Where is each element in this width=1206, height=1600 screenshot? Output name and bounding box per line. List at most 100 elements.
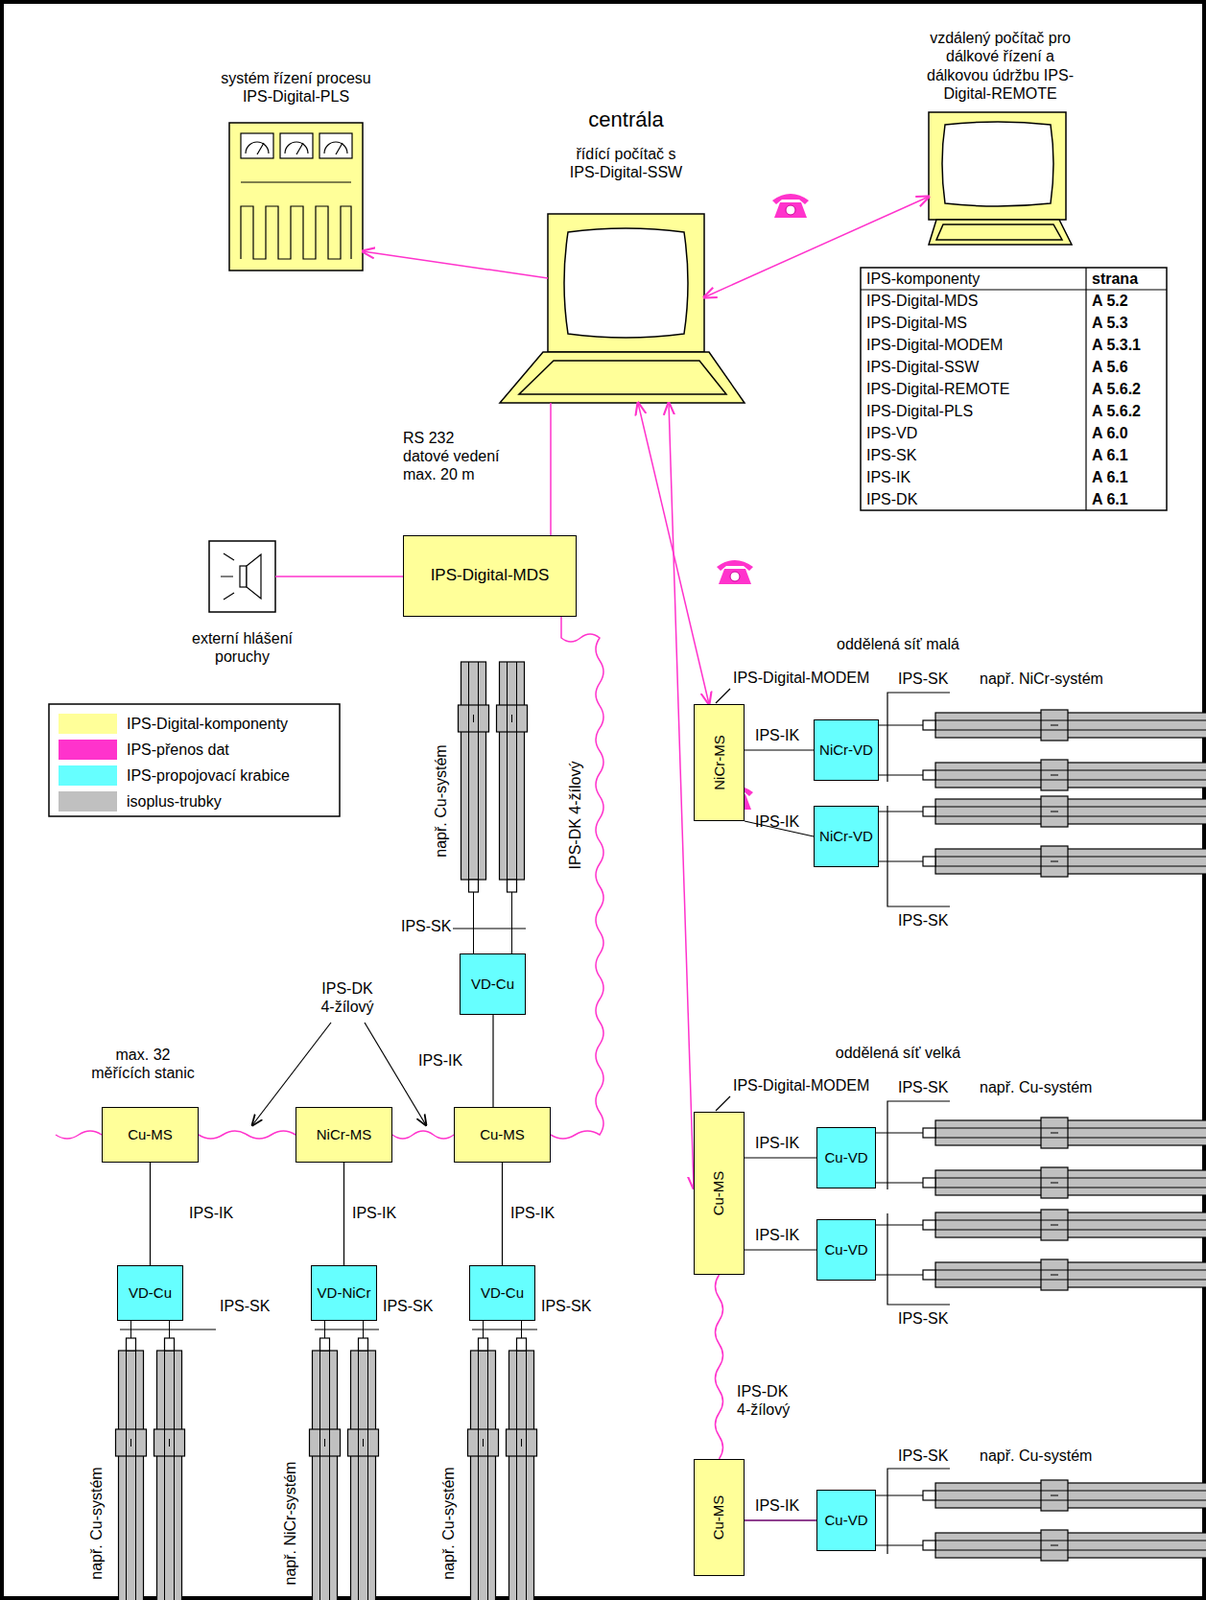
pipe-carrier-line <box>477 1350 479 1600</box>
pls-panel <box>229 122 363 271</box>
pipe-sleeve <box>1040 709 1068 741</box>
annotation-label: oddělená síť malá <box>836 635 960 654</box>
connector <box>744 1519 817 1522</box>
pipe-carrier-end <box>165 1338 175 1351</box>
junction-box: VD-Cu <box>469 1265 536 1322</box>
node-label: IPS-Digital-MDS <box>430 566 550 586</box>
connector-label: IPS-IK <box>189 1204 234 1223</box>
annotation-label: max. 32 měřících stanic <box>85 1045 201 1083</box>
measuring-station: Cu-MS <box>453 1107 551 1163</box>
sk-leader <box>472 1328 538 1330</box>
junction-box: VD-NiCr <box>310 1265 378 1322</box>
node-label: VD-Cu <box>128 1284 172 1302</box>
annotation-label: např. Cu-systém <box>87 1466 106 1580</box>
pipe-carrier-end <box>922 720 936 731</box>
pipe-carrier-line <box>516 1429 518 1457</box>
legend-swatch <box>58 713 118 734</box>
pipe-casing <box>935 1120 1206 1146</box>
junction-box: NiCr-VD <box>813 719 879 781</box>
table-cell: A 5.3 <box>1091 313 1129 332</box>
table-cell: A 6.1 <box>1091 446 1129 465</box>
central-keyboard <box>499 352 745 403</box>
table-cell: strana <box>1091 269 1138 288</box>
alarm-speaker: externí hlášení poruchy <box>209 541 276 613</box>
pipe-carrier-end <box>922 1220 936 1230</box>
pipe-sleeve <box>1040 1167 1068 1199</box>
pipe-carrier-line <box>125 1429 127 1457</box>
table-cell: IPS-SK <box>866 446 917 465</box>
connector <box>715 1275 724 1460</box>
annotation-label: IPS-SK <box>898 1446 948 1466</box>
pipe-carrier-line <box>1040 780 1068 781</box>
node-label: Cu-VD <box>824 1149 868 1167</box>
pipe-carrier-line <box>329 1429 331 1457</box>
wire <box>875 1545 923 1547</box>
node-label: vzdálený počítač pro dálkové řízení a dá… <box>923 28 1078 103</box>
pipe-carrier-line <box>1040 1279 1068 1281</box>
pipe-sleeve-mark <box>1050 775 1059 777</box>
pipe-carrier-line <box>367 1429 369 1457</box>
pipe-sleeve <box>1040 1530 1068 1561</box>
pipe-casing <box>935 1212 1206 1238</box>
pipe-carrier-line <box>1040 1540 1068 1542</box>
pipe-carrier-line <box>357 1429 359 1457</box>
connector <box>343 1162 345 1266</box>
pipe-sleeve-mark <box>511 714 513 723</box>
pipe-carrier-line <box>1040 1229 1068 1231</box>
annotation-label: IPS-SK <box>401 917 451 936</box>
pipe-sleeve-mark <box>1050 1275 1059 1277</box>
pipe-carrier-line <box>319 1429 321 1457</box>
pipe-sleeve <box>458 705 490 733</box>
panel-line <box>240 181 352 183</box>
table-cell: A 6.1 <box>1091 490 1129 509</box>
pipe-sleeve <box>468 1429 499 1457</box>
pipe-sleeve-mark <box>362 1439 364 1447</box>
pipe-casing <box>935 1170 1206 1196</box>
pipe-carrier-end <box>478 1338 489 1351</box>
node-label: Cu-MS <box>479 1126 525 1144</box>
junction-box: NiCr-VD <box>813 805 879 868</box>
gauge-needle <box>257 142 343 155</box>
pipe-carrier-line <box>935 1178 1206 1180</box>
pipe-sleeve-mark <box>482 1439 484 1447</box>
pipe-sleeve <box>348 1429 379 1457</box>
table-frame <box>860 267 1167 511</box>
annotation-label: oddělená síť velká <box>835 1043 962 1063</box>
sk-leader <box>887 692 950 782</box>
pipe-carrier-end <box>922 1490 936 1501</box>
pipe-carrier-line <box>935 1187 1206 1189</box>
wire <box>875 1182 923 1184</box>
table-cell: IPS-Digital-MS <box>866 313 968 332</box>
pipe-sleeve <box>1040 1117 1068 1149</box>
pipe-carrier-line <box>516 662 518 880</box>
pipe-casing <box>935 1262 1206 1288</box>
pipe-carrier-line <box>935 1128 1206 1130</box>
gauge <box>319 133 353 159</box>
connector <box>744 1157 817 1159</box>
pipe-carrier-line <box>135 1350 137 1600</box>
junction-box: Cu-VD <box>816 1489 876 1552</box>
pipe-sleeve <box>496 705 528 733</box>
pipe-carrier-line <box>173 1429 175 1457</box>
pipe-carrier-line <box>935 780 1206 781</box>
central-computer: centrálařídící počítač s IPS-Digital-SSW <box>547 213 705 403</box>
connector <box>549 402 552 536</box>
pipe-carrier-end <box>922 856 936 867</box>
wire <box>875 725 923 727</box>
pipe-carrier-end <box>517 1338 527 1351</box>
annotation-label: IPS-SK <box>898 669 948 688</box>
pipe-carrier-line <box>935 1540 1206 1542</box>
pipe-carrier-line <box>1040 1220 1068 1222</box>
wire <box>875 1275 923 1277</box>
wire <box>875 1225 923 1227</box>
pipe-casing <box>351 1350 377 1600</box>
node-label: Cu-MS <box>127 1126 173 1144</box>
pipe-carrier-end <box>922 1128 936 1138</box>
table-cell: IPS-Digital-MODEM <box>866 335 1003 355</box>
pipe-carrier-line <box>164 1350 166 1600</box>
node-heading: centrála <box>563 107 690 133</box>
pipe-sleeve-mark <box>1050 811 1059 813</box>
connector <box>744 749 814 751</box>
table-cell: IPS-Digital-REMOTE <box>866 379 1010 399</box>
pipe-carrier-line <box>468 705 470 733</box>
